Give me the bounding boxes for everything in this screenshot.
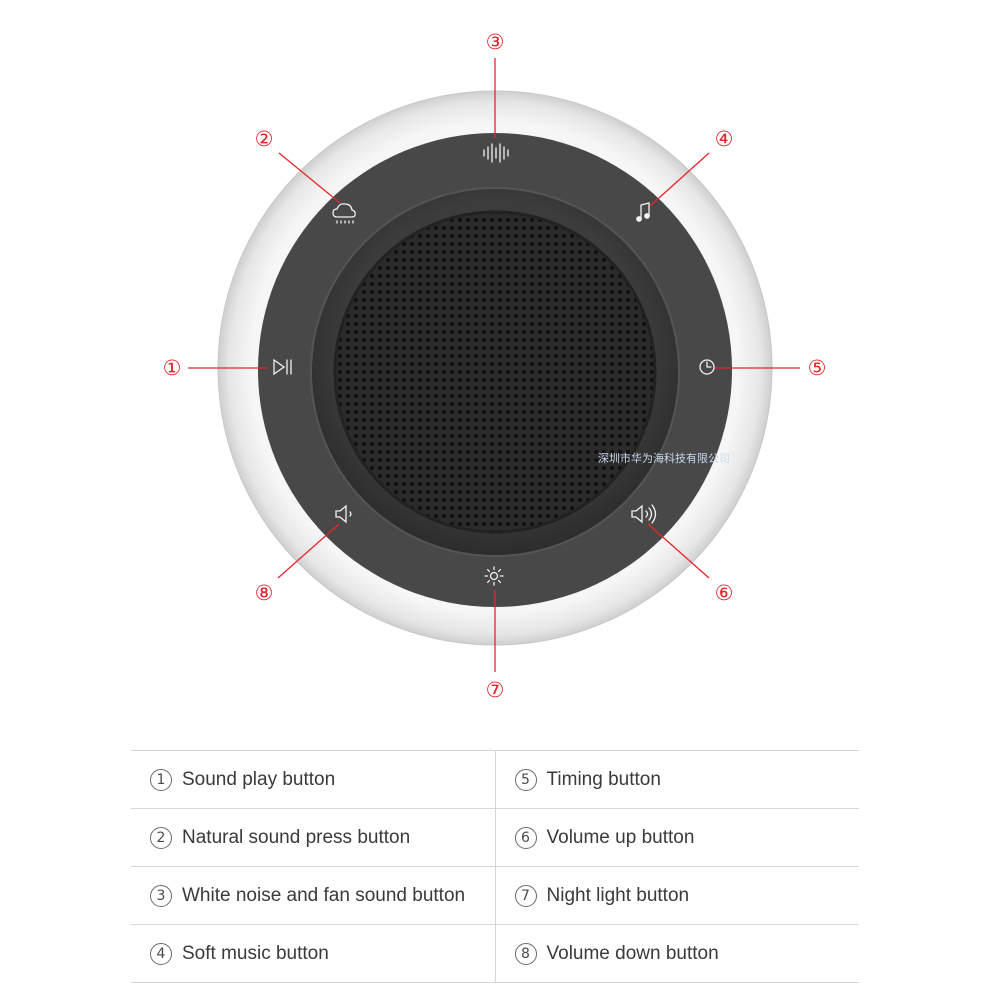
table-row: 3 White noise and fan sound button 7 Night… (131, 866, 859, 925)
legend-label: Sound play button (182, 768, 336, 790)
leader-line-8 (277, 523, 340, 579)
legend-number: 3 (150, 884, 172, 907)
legend-label: Volume down button (546, 942, 719, 964)
legend-cell: 1 Sound play button (131, 750, 496, 809)
legend-number: 5 (514, 768, 537, 791)
legend-cell: 7 Night light button (495, 866, 859, 925)
button-legend-table: 1 Sound play button 5 Timing button 2 Natur… (131, 750, 859, 983)
speaker-bowl-rim (310, 187, 680, 557)
legend-label: Night light button (546, 884, 690, 906)
legend-number: 8 (514, 942, 537, 965)
legend-cell: 4 Soft music button (131, 924, 496, 983)
legend-cell: 6 Volume up button (495, 808, 859, 867)
grille-edge (333, 210, 657, 534)
legend-number: 4 (150, 942, 172, 965)
legend-label: Timing button (546, 768, 661, 790)
callout-8: ⑧ (255, 581, 274, 605)
leader-line-2 (278, 152, 341, 204)
legend-label: Natural sound press button (182, 826, 411, 848)
legend-cell: 5 Timing button (495, 750, 859, 809)
rain-cloud-icon[interactable] (332, 203, 356, 224)
callout-6: ⑥ (715, 581, 734, 605)
clock-icon[interactable] (699, 359, 715, 375)
sun-icon[interactable] (484, 566, 504, 586)
table-row: 2 Natural sound press button 6 Volume up b… (131, 808, 859, 867)
legend-number: 2 (150, 826, 172, 849)
volume-down-icon[interactable] (335, 504, 352, 524)
callout-5: ⑤ (808, 356, 827, 380)
music-note-icon[interactable] (636, 202, 650, 222)
play-pause-icon[interactable] (273, 358, 292, 376)
volume-up-icon[interactable] (631, 504, 657, 524)
callout-4: ④ (715, 127, 734, 151)
legend-label: Soft music button (182, 942, 329, 964)
legend-number: 1 (150, 768, 172, 791)
sound-wave-icon[interactable] (483, 143, 509, 163)
callout-2: ② (255, 127, 274, 151)
table-row: 4 Soft music button 8 Volume down button (131, 924, 859, 983)
legend-number: 6 (514, 826, 537, 849)
watermark: 深圳市华为海科技有限公司 (598, 451, 730, 465)
callout-7: ⑦ (486, 678, 505, 702)
legend-cell: 2 Natural sound press button (131, 808, 496, 867)
legend-cell: 8 Volume down button (495, 924, 859, 983)
callout-1: ① (163, 356, 182, 380)
legend-number: 7 (514, 884, 537, 907)
leader-line-4 (649, 152, 710, 207)
legend-label: Volume up button (546, 826, 695, 848)
callout-3: ③ (486, 30, 505, 54)
table-row: 1 Sound play button 5 Timing button (131, 750, 859, 809)
leader-line-6 (647, 523, 710, 579)
device-diagram: 深圳市华为海科技有限公司 ① ② ③ ④ ⑤ ⑥ ⑦ ⑧ (163, 30, 827, 702)
legend-label: White noise and fan sound button (182, 884, 466, 906)
legend-cell: 3 White noise and fan sound button (131, 866, 496, 925)
speaker-grille (335, 212, 655, 532)
